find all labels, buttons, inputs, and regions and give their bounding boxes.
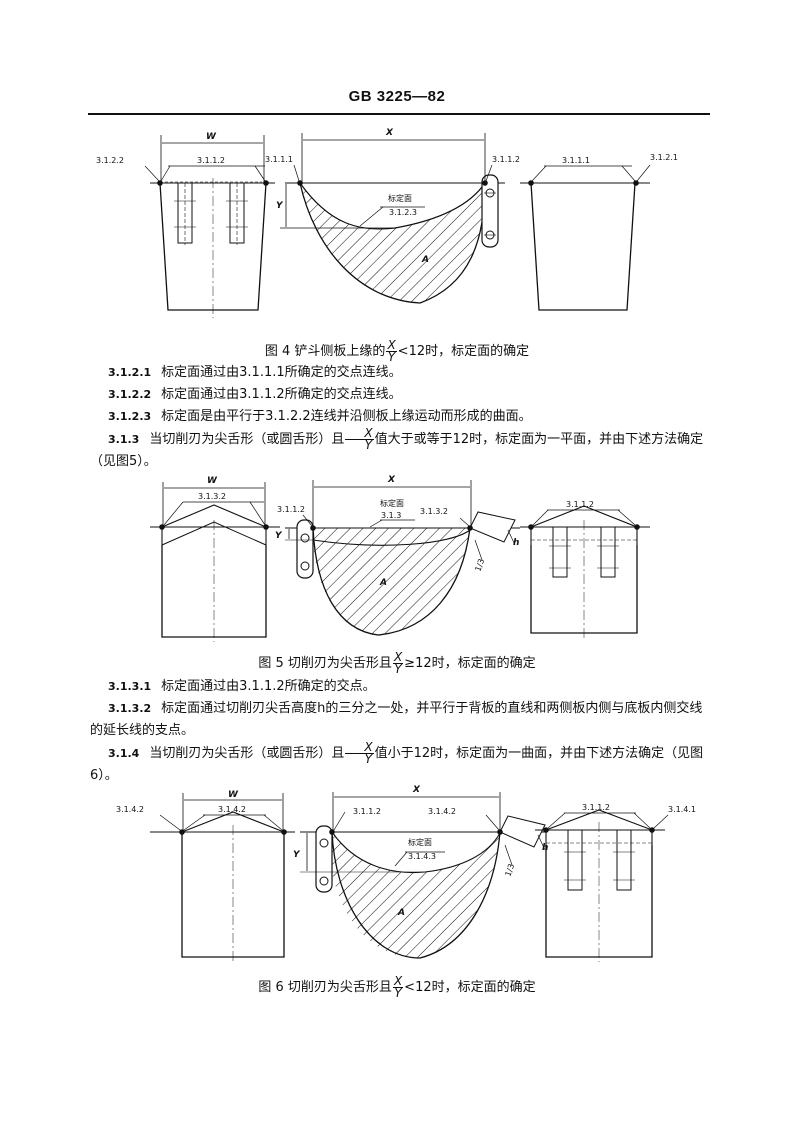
- label-3-1-1-2-left: 3.1.1.2: [197, 156, 225, 165]
- label-3-1-4-2-top: 3.1.4.2: [218, 805, 246, 814]
- label-h: h: [542, 843, 548, 853]
- label-3-1-1-2: 3.1.1.2: [277, 505, 305, 514]
- label-surface: 标定面: [408, 837, 432, 847]
- figure-6-diagram: 3.1.4.2 3.1.4.2 W 3.1.1.2 3.1.4.2 标定面 3.…: [116, 785, 696, 962]
- label-3-1-1-2-right: 3.1.1.2: [566, 500, 594, 509]
- label-3-1-1-2: 3.1.1.2: [353, 807, 381, 816]
- label-3-1-1-1-right: 3.1.1.1: [562, 156, 590, 165]
- label-3-1-4-1: 3.1.4.1: [668, 805, 696, 814]
- label-3-1-4-3: 3.1.4.3: [408, 852, 436, 861]
- label-3-1-2-3: 3.1.2.3: [389, 208, 417, 217]
- fig4-left-section: 3.1.2.2 3.1.1.2 W: [96, 132, 275, 318]
- label-h: h: [513, 538, 519, 548]
- figure-4-diagram: 3.1.2.2 3.1.1.2 W 3.1.1.1 3.1.1.2 X Y 标定…: [96, 128, 678, 318]
- label-x: X: [385, 128, 394, 138]
- figure-5-diagram: 3.1.3.2 W 3.1.1.2 3.1.3.2 标定面 3.1.3 X Y …: [150, 475, 650, 642]
- label-3-1-1-1: 3.1.1.1: [265, 155, 293, 164]
- label-3-1-4-2: 3.1.4.2: [428, 807, 456, 816]
- label-a: A: [379, 578, 387, 588]
- label-a: A: [397, 908, 405, 918]
- fig6-right-section: 3.1.1.2 3.1.4.1: [535, 803, 696, 962]
- label-x: X: [412, 785, 421, 795]
- label-3-1-4-2-left: 3.1.4.2: [116, 805, 144, 814]
- label-3-1-2-2: 3.1.2.2: [96, 156, 124, 165]
- label-a: A: [421, 255, 429, 265]
- fig6-left-section: 3.1.4.2 3.1.4.2 W: [116, 790, 295, 962]
- label-w: W: [206, 132, 217, 142]
- label-3-1-3-2-left: 3.1.3.2: [198, 492, 226, 501]
- fig4-right-section: 3.1.1.1 3.1.2.1: [520, 153, 678, 311]
- label-surface: 标定面: [380, 498, 404, 508]
- label-y: Y: [275, 531, 283, 541]
- label-third-h: 1/3: [473, 558, 486, 573]
- fig5-right-section: 3.1.1.2: [520, 500, 650, 640]
- label-3-1-1-2-right: 3.1.1.2: [582, 803, 610, 812]
- label-x: X: [387, 475, 396, 485]
- standard-code: GB 3225—82: [348, 88, 446, 105]
- fig6-middle-profile: 3.1.1.2 3.1.4.2 标定面 3.1.4.3 X Y A h 1/3: [293, 785, 548, 959]
- label-3-1-2-1: 3.1.2.1: [650, 153, 678, 162]
- label-w: W: [207, 476, 218, 486]
- label-surface: 标定面: [388, 193, 412, 203]
- header-rule: [88, 113, 710, 115]
- label-3-1-1-2-mid: 3.1.1.2: [492, 155, 520, 164]
- label-w: W: [228, 790, 239, 800]
- fig5-middle-profile: 3.1.1.2 3.1.3.2 标定面 3.1.3 X Y A h 1/3: [275, 475, 520, 636]
- label-y: Y: [276, 201, 284, 211]
- label-third-h: 1/3: [503, 863, 516, 878]
- label-y: Y: [293, 850, 301, 860]
- label-3-1-3: 3.1.3: [381, 511, 401, 520]
- fig4-middle-profile: 3.1.1.1 3.1.1.2 X Y 标定面 3.1.2.3 A: [265, 128, 520, 304]
- label-3-1-3-2: 3.1.3.2: [420, 507, 448, 516]
- fig5-left-section: 3.1.3.2 W: [150, 476, 280, 642]
